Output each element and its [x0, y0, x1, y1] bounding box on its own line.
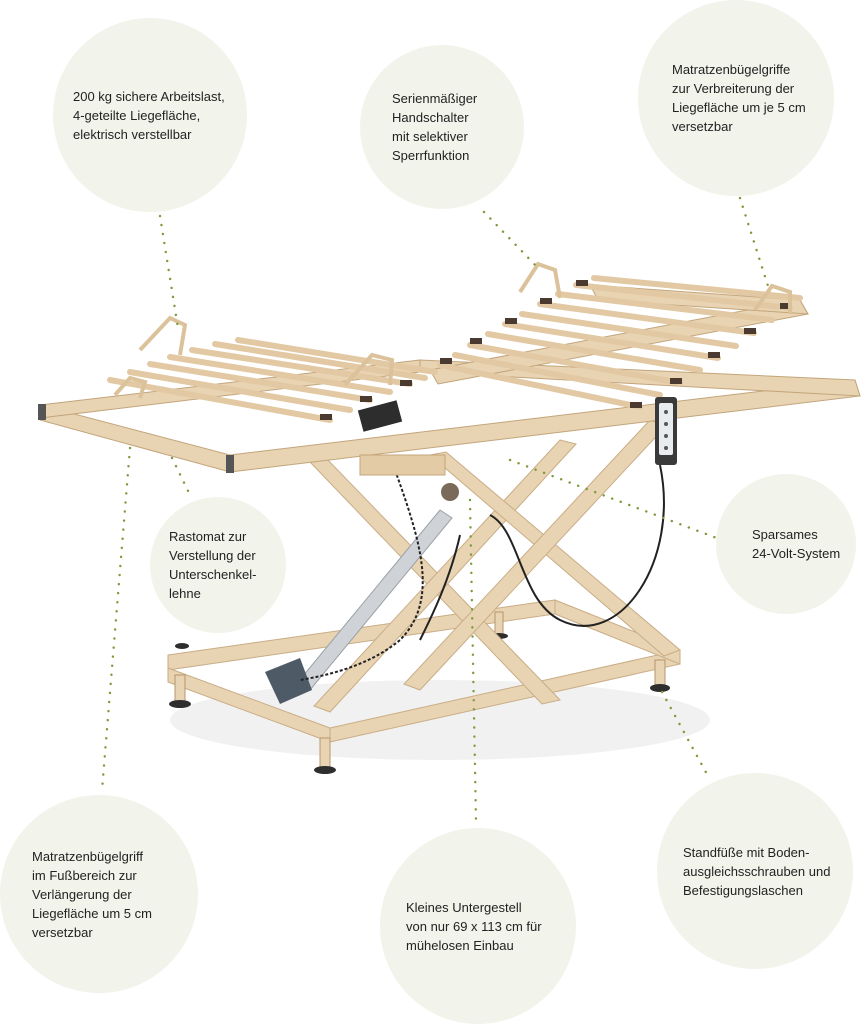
callout-rastomat: Rastomat zur Verstellung der Unterschenk…	[150, 497, 286, 633]
callout-mattress-handles: Matratzenbügelgriffe zur Verbreiterung d…	[638, 0, 834, 196]
callout-foot-handle: Matratzenbügelgriff im Fußbereich zur Ve…	[0, 795, 198, 993]
callout-rastomat-text: Rastomat zur Verstellung der Unterschenk…	[169, 529, 257, 601]
leader-rastomat	[170, 456, 192, 497]
base-frame	[167, 599, 681, 743]
callout-foot-handle-text: Matratzenbügelgriff im Fußbereich zur Ve…	[32, 848, 152, 940]
foot-pad	[169, 700, 191, 708]
lift-actuator	[265, 483, 459, 704]
leader-workload	[158, 214, 180, 330]
callout-base-text: Kleines Untergestell von nur 69 x 113 cm…	[406, 899, 542, 953]
callout-mattress-handles-text: Matratzenbügelgriffe zur Verbreiterung d…	[672, 62, 806, 134]
leader-handswitch	[482, 210, 542, 272]
leader-foot-handle	[100, 446, 132, 792]
callout-handswitch: Serienmäßiger Handschalter mit selektive…	[360, 45, 524, 209]
callout-workload-text: 200 kg sichere Arbeitslast, 4-geteilte L…	[73, 88, 225, 142]
callout-voltage: Sparsames 24-Volt-System	[716, 474, 856, 614]
under-panel	[359, 454, 446, 476]
scissor-lift	[309, 419, 681, 713]
foot-pad	[175, 643, 189, 649]
callout-workload: 200 kg sichere Arbeitslast, 4-geteilte L…	[53, 18, 247, 212]
frame-end-cap	[38, 404, 46, 420]
mattress-handles	[113, 261, 792, 399]
hand-switch	[655, 397, 677, 465]
leader-base	[468, 498, 478, 824]
callout-voltage-text: Sparsames 24-Volt-System	[752, 527, 841, 561]
floor-shadow	[170, 680, 710, 760]
leader-mattress-handles	[738, 196, 770, 288]
foot-pad	[650, 684, 670, 692]
leader-lines	[100, 196, 770, 824]
foot-pad	[314, 766, 336, 774]
callout-feet-text: Standfüße mit Boden- ausgleichsschrauben…	[683, 844, 831, 898]
callout-base: Kleines Untergestell von nur 69 x 113 cm…	[380, 828, 576, 1024]
frame-end-cap	[226, 455, 234, 473]
callout-handswitch-text: Serienmäßiger Handschalter mit selektive…	[392, 91, 478, 163]
motor-housing	[357, 400, 403, 432]
head-slats	[437, 275, 803, 410]
cables	[299, 464, 665, 681]
callout-feet: Standfüße mit Boden- ausgleichsschrauben…	[657, 773, 853, 969]
slat-caps	[320, 280, 792, 420]
